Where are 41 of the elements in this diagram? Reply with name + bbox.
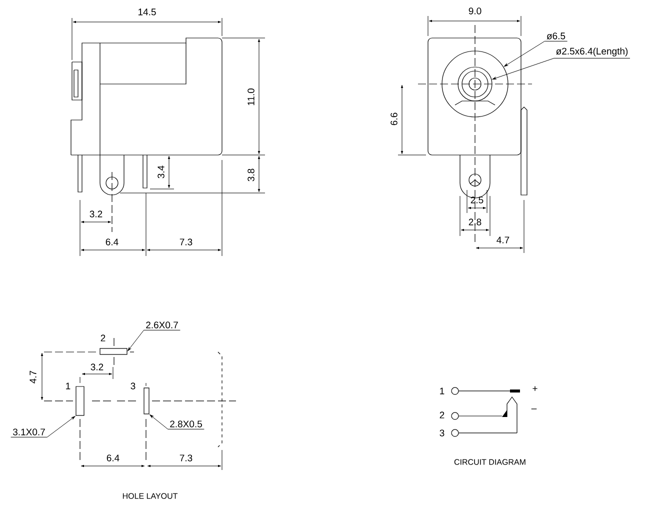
dimension-text: 3.4 bbox=[158, 166, 164, 178]
dimension-text: 2.8 bbox=[468, 218, 482, 226]
hole-slot bbox=[144, 388, 150, 414]
leader-line bbox=[10, 416, 76, 438]
dimension-text: 4.7 bbox=[496, 236, 510, 244]
polarity-sign: + bbox=[532, 386, 538, 391]
pin-number: 2 bbox=[440, 412, 444, 418]
pin-number: 3 bbox=[130, 382, 136, 390]
jack-outer-circle bbox=[442, 50, 508, 118]
hole-slot bbox=[100, 348, 128, 355]
section-title: HOLE LAYOUT bbox=[122, 493, 178, 499]
leader-line bbox=[492, 58, 630, 80]
dimension-text: 7.3 bbox=[180, 454, 192, 462]
dimension-text: 6.6 bbox=[390, 112, 398, 126]
polarity-sign: – bbox=[531, 408, 537, 410]
jack-pin-circle bbox=[458, 66, 492, 102]
dimension-text: 3.2 bbox=[90, 210, 102, 218]
dimension-text: 14.5 bbox=[138, 8, 156, 16]
hole-slot bbox=[76, 386, 84, 416]
dimension-text: 2.5 bbox=[470, 196, 484, 204]
leader-text: ø6.5 bbox=[546, 32, 566, 40]
pin-number: 1 bbox=[440, 388, 444, 394]
pin-number: 3 bbox=[440, 430, 444, 436]
dimension-text: 3.8 bbox=[248, 168, 254, 182]
leader-text: 3.1X0.7 bbox=[13, 428, 45, 436]
leader-text: ø2.5x6.4(Length) bbox=[556, 48, 628, 56]
dimension-text: 7.3 bbox=[180, 238, 192, 246]
dimension-text: 4.7 bbox=[30, 370, 36, 384]
dimension-text: 11.0 bbox=[248, 88, 254, 106]
dimension-text: 6.4 bbox=[106, 238, 118, 246]
leader-text: 2.6X0.7 bbox=[146, 322, 178, 328]
pin-number: 2 bbox=[100, 334, 106, 342]
leader-text: 2.8X0.5 bbox=[170, 420, 202, 428]
section-title: CIRCUIT DIAGRAM bbox=[454, 459, 526, 465]
pin-number: 1 bbox=[66, 382, 70, 390]
leader-line bbox=[128, 330, 180, 352]
dimension-text: 6.4 bbox=[106, 454, 120, 462]
dimension-text: 3.2 bbox=[90, 364, 104, 370]
leader-line bbox=[150, 414, 204, 430]
dimension-text: 9.0 bbox=[468, 8, 482, 14]
leader-line bbox=[504, 40, 568, 67]
